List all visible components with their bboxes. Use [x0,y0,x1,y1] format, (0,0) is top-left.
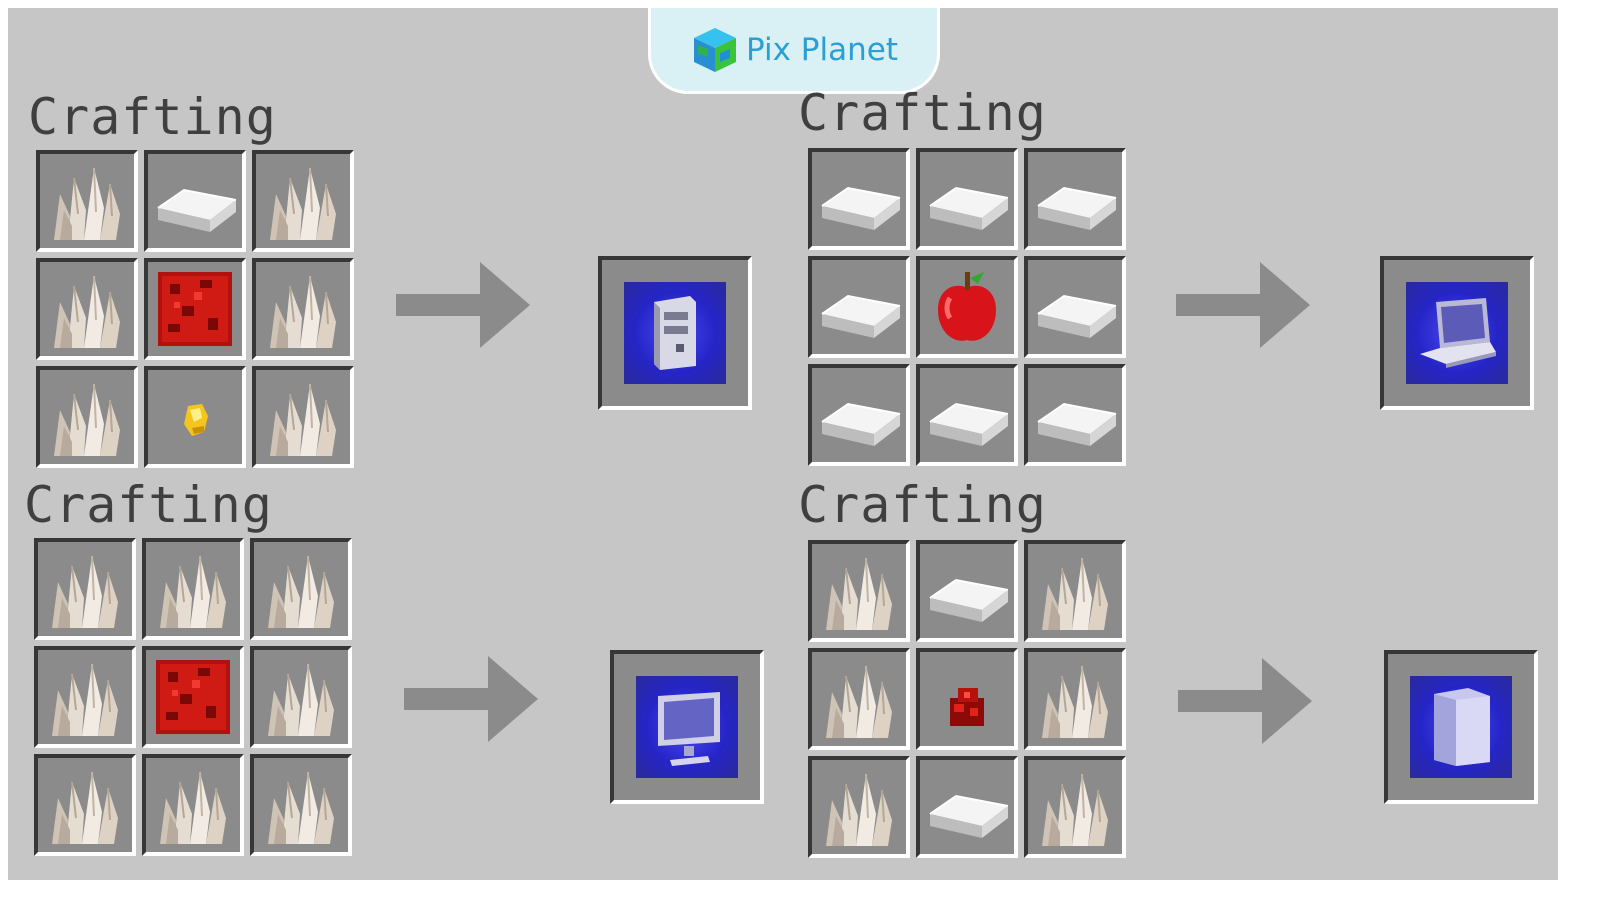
monitor-icon [658,692,720,766]
iron-ingot-icon [1037,402,1117,446]
crafting-slot[interactable] [250,538,352,640]
quartz-crystal-icon [1042,557,1108,630]
crafting-slot[interactable] [252,150,354,252]
iron-ingot-icon [157,188,237,232]
crafting-slot[interactable] [142,754,244,856]
arrow-right-icon [1176,262,1310,348]
quartz-crystal-icon [270,275,336,348]
iron-ingot-icon [1037,186,1117,230]
crafting-slot[interactable] [808,756,910,858]
recipe-title: Crafting [798,476,1047,534]
quartz-crystal-icon [54,275,120,348]
gold-nugget-icon [184,404,208,436]
crafting-slot[interactable] [252,366,354,468]
crafting-grid [808,540,1132,864]
quartz-crystal-icon [54,167,120,240]
crafting-slot[interactable] [916,540,1018,642]
crafting-slot[interactable] [808,648,910,750]
quartz-crystal-icon [268,555,334,628]
crafting-slot[interactable] [1024,756,1126,858]
quartz-crystal-icon [1042,773,1108,846]
crafting-grid [34,538,358,862]
crafting-slot[interactable] [36,366,138,468]
crafting-slot[interactable] [808,148,910,250]
crafting-slot[interactable] [144,366,246,468]
quartz-crystal-icon [268,663,334,736]
quartz-crystal-icon [826,773,892,846]
iron-ingot-icon [929,402,1009,446]
crafting-slot[interactable] [34,646,136,748]
redstone-block-icon [156,660,230,734]
crafting-slot[interactable] [250,646,352,748]
arrow-right-icon [1178,658,1312,744]
brand-badge: Pix Planet [648,8,940,94]
crafting-slot[interactable] [1024,364,1126,466]
quartz-crystal-icon [270,167,336,240]
crafting-slot[interactable] [34,538,136,640]
quartz-crystal-icon [268,771,334,844]
crafting-slot[interactable] [916,648,1018,750]
crafting-slot[interactable] [1024,540,1126,642]
crafting-slot[interactable] [142,538,244,640]
glass-panel-icon [1434,688,1490,766]
crafting-slot[interactable] [144,150,246,252]
crafting-slot[interactable] [1024,148,1126,250]
recipe-title: Crafting [798,84,1047,142]
quartz-crystal-icon [826,557,892,630]
crafting-slot[interactable] [144,258,246,360]
iron-ingot-icon [929,794,1009,838]
quartz-crystal-icon [826,665,892,738]
iron-ingot-icon [929,578,1009,622]
arrow-right-icon [404,656,538,742]
crafting-slot[interactable] [916,148,1018,250]
iron-ingot-icon [1037,294,1117,338]
crafting-slot[interactable] [1024,648,1126,750]
recipe-title: Crafting [24,476,273,534]
crafting-guide-board: Pix Planet Crafting Crafting Crafting Cr… [8,8,1558,880]
crafting-slot[interactable] [36,258,138,360]
red-apple-icon [938,272,996,341]
crafting-slot[interactable] [916,256,1018,358]
crafting-slot[interactable] [142,646,244,748]
crafting-slot[interactable] [250,754,352,856]
redstone-dust-icon [950,688,984,726]
crafting-slot[interactable] [1024,256,1126,358]
crafting-slot[interactable] [808,364,910,466]
quartz-crystal-icon [52,663,118,736]
quartz-crystal-icon [54,383,120,456]
quartz-crystal-icon [160,771,226,844]
quartz-crystal-icon [270,383,336,456]
arrow-right-icon [396,262,530,348]
iron-ingot-icon [821,294,901,338]
result-slot[interactable] [610,650,764,804]
iron-ingot-icon [929,186,1009,230]
pix-planet-cube-icon [693,27,736,72]
crafting-slot[interactable] [34,754,136,856]
quartz-crystal-icon [160,555,226,628]
crafting-slot[interactable] [808,256,910,358]
crafting-grid [808,148,1132,472]
crafting-grid [36,150,360,474]
result-slot[interactable] [1384,650,1538,804]
recipe-title: Crafting [28,88,277,146]
brand-name: Pix Planet [745,31,898,68]
result-slot[interactable] [598,256,752,410]
result-slot[interactable] [1380,256,1534,410]
iron-ingot-icon [821,186,901,230]
iron-ingot-icon [821,402,901,446]
redstone-block-icon [158,272,232,346]
laptop-icon [1420,298,1496,368]
crafting-slot[interactable] [916,364,1018,466]
crafting-slot[interactable] [36,150,138,252]
crafting-slot[interactable] [916,756,1018,858]
crafting-slot[interactable] [252,258,354,360]
quartz-crystal-icon [1042,665,1108,738]
computer-case-icon [654,296,696,370]
quartz-crystal-icon [52,555,118,628]
crafting-slot[interactable] [808,540,910,642]
quartz-crystal-icon [52,771,118,844]
